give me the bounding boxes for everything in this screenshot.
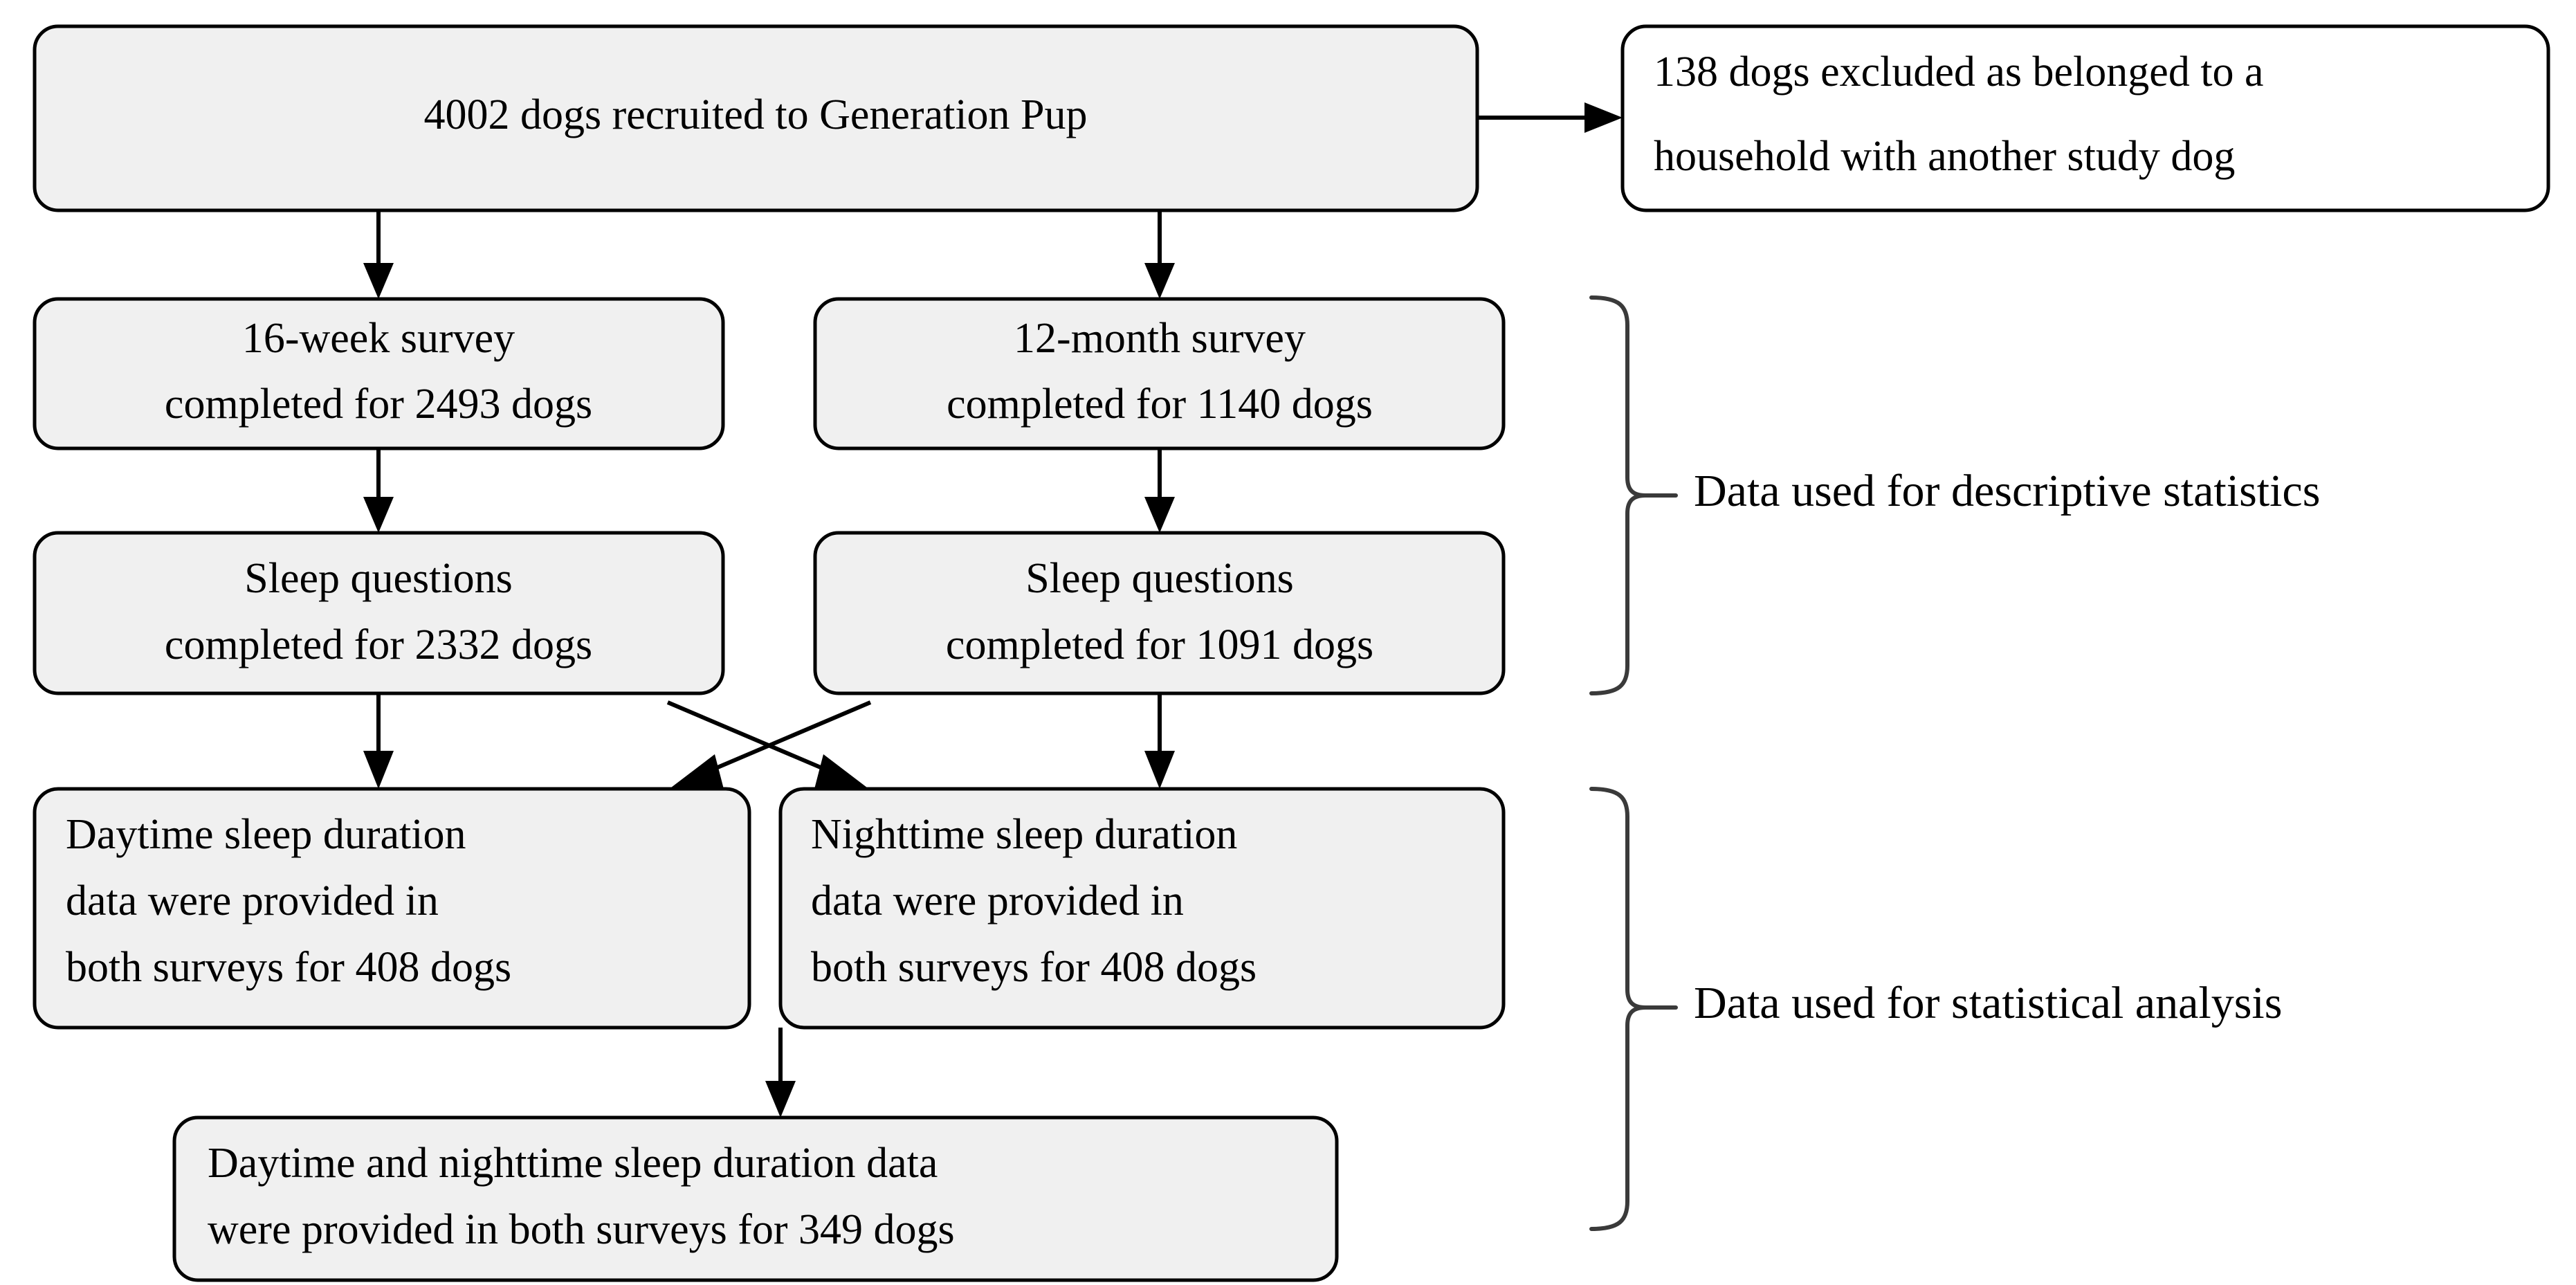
arrow-recruited-to-survey12m: [1144, 211, 1175, 299]
arrow-sleep12m-to-nighttime: [1144, 692, 1175, 789]
node-nighttime-sleep-duration-line-1: data were provided in: [811, 877, 1184, 924]
node-survey-12month: 12-month survey completed for 1140 dogs: [813, 297, 1506, 450]
node-excluded-line-1: household with another study dog: [1654, 133, 2235, 180]
node-excluded-line-0: 138 dogs excluded as belonged to a: [1654, 48, 2264, 95]
node-sleep-questions-12month-shape: [813, 531, 1506, 695]
brace-descriptive-statistics: [1589, 295, 1678, 695]
arrow-sleep16w-to-daytime: [363, 692, 394, 789]
node-daytime-sleep-duration-shape: [33, 787, 751, 1030]
node-nighttime-sleep-duration-line-0: Nighttime sleep duration: [811, 811, 1237, 858]
node-combined-sleep-duration-line-0: Daytime and nighttime sleep duration dat…: [208, 1140, 938, 1187]
node-survey-12month-line-0: 12-month survey: [1014, 315, 1306, 362]
node-survey-16week-shape: [33, 297, 725, 450]
node-excluded-shape: [1620, 24, 2550, 212]
arrow-sleep16w-to-nighttime-cross: [666, 700, 867, 792]
brace-statistical-analysis: [1589, 787, 1678, 1231]
node-excluded: 138 dogs excluded as belonged to a house…: [1620, 24, 2550, 212]
node-recruited-line-0: 4002 dogs recruited to Generation Pup: [423, 91, 1087, 138]
node-combined-sleep-duration: Daytime and nighttime sleep duration dat…: [172, 1115, 1339, 1282]
node-combined-sleep-duration-line-1: were provided in both surveys for 349 do…: [208, 1206, 955, 1253]
node-daytime-sleep-duration: Daytime sleep duration data were provide…: [33, 787, 751, 1030]
node-nighttime-sleep-duration-shape: [778, 787, 1506, 1030]
node-sleep-questions-12month-line-1: completed for 1091 dogs: [946, 621, 1373, 668]
node-survey-16week-line-1: completed for 2493 dogs: [165, 381, 592, 428]
arrow-survey12m-to-sleep12m: [1144, 448, 1175, 533]
brace-label-descriptive-statistics: Data used for descriptive statistics: [1694, 466, 2320, 516]
arrow-survey16w-to-sleep16w: [363, 448, 394, 533]
node-recruited: 4002 dogs recruited to Generation Pup: [33, 24, 1479, 212]
node-sleep-questions-16week-line-0: Sleep questions: [244, 555, 512, 602]
node-sleep-questions-16week-shape: [33, 531, 725, 695]
node-nighttime-sleep-duration-line-2: both surveys for 408 dogs: [811, 944, 1257, 991]
node-recruited-shape: [33, 24, 1479, 212]
node-nighttime-sleep-duration: Nighttime sleep duration data were provi…: [778, 787, 1506, 1030]
node-combined-sleep-duration-shape: [172, 1115, 1339, 1282]
node-sleep-questions-16week-line-1: completed for 2332 dogs: [165, 621, 592, 668]
node-survey-12month-shape: [813, 297, 1506, 450]
node-survey-16week-line-0: 16-week survey: [242, 315, 515, 362]
arrow-sleep12m-to-daytime-cross: [671, 700, 872, 792]
node-sleep-questions-12month-line-0: Sleep questions: [1025, 555, 1293, 602]
node-daytime-sleep-duration-line-2: both surveys for 408 dogs: [66, 944, 511, 991]
node-survey-16week: 16-week survey completed for 2493 dogs: [33, 297, 725, 450]
node-daytime-sleep-duration-line-1: data were provided in: [66, 877, 439, 924]
arrow-daytime-to-combined: [765, 1028, 796, 1118]
node-daytime-sleep-duration-line-0: Daytime sleep duration: [66, 811, 466, 858]
arrow-recruited-to-excluded: [1477, 102, 1623, 133]
node-survey-12month-line-1: completed for 1140 dogs: [947, 381, 1373, 428]
node-sleep-questions-12month: Sleep questions completed for 1091 dogs: [813, 531, 1506, 695]
arrow-recruited-to-survey16w: [363, 211, 394, 299]
node-sleep-questions-16week: Sleep questions completed for 2332 dogs: [33, 531, 725, 695]
brace-label-statistical-analysis: Data used for statistical analysis: [1694, 978, 2282, 1028]
